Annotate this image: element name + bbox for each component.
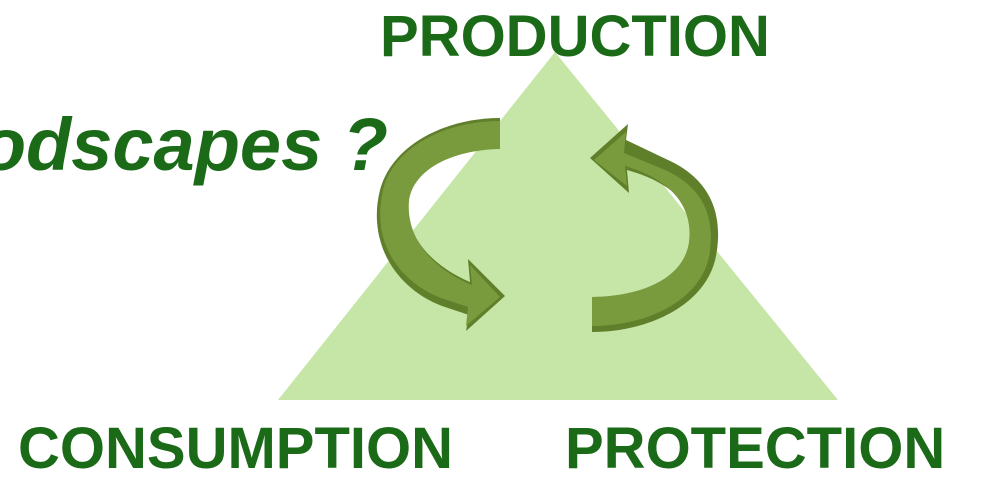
- right-curved-arrow: [590, 124, 719, 332]
- protection-label: PROTECTION: [565, 416, 946, 481]
- left-curved-arrow: [376, 118, 505, 331]
- left-arrow: [380, 121, 500, 326]
- production-label: PRODUCTION: [380, 4, 770, 69]
- central-triangle: [278, 52, 838, 400]
- right-arrow: [592, 132, 711, 326]
- consumption-label: CONSUMPTION: [18, 416, 453, 481]
- partially-visible-heading: odscapes ?: [0, 103, 388, 186]
